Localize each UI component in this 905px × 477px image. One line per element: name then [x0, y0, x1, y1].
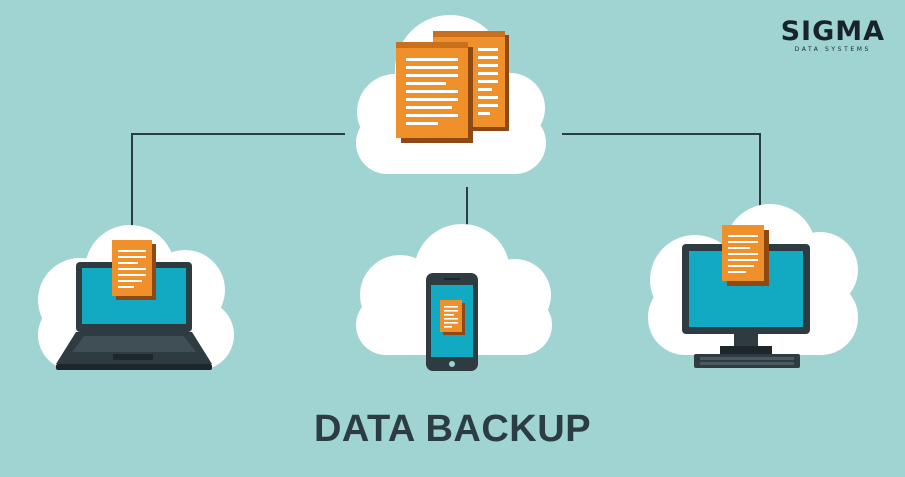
brand-logo: SIGMA DATA SYSTEMS: [781, 18, 885, 53]
laptop-icon: [56, 262, 212, 370]
document-icon-laptop: [112, 240, 156, 300]
logo-sub-text: DATA SYSTEMS: [794, 46, 871, 53]
smartphone-node: [356, 224, 552, 371]
connector-desktop: [562, 133, 761, 210]
document-icon-phone: [440, 300, 465, 335]
connector-laptop: [131, 133, 345, 232]
desktop-node: [648, 204, 858, 368]
desktop-monitor-icon: [682, 244, 810, 368]
cloud-server: [356, 15, 546, 174]
diagram-title: DATA BACKUP: [313, 408, 592, 450]
laptop-node: [38, 225, 234, 370]
document-icon-front: [396, 42, 473, 143]
document-icon-desktop: [722, 225, 769, 286]
connector-lines: [131, 133, 761, 232]
logo-main-text: SIGMA: [780, 16, 885, 47]
